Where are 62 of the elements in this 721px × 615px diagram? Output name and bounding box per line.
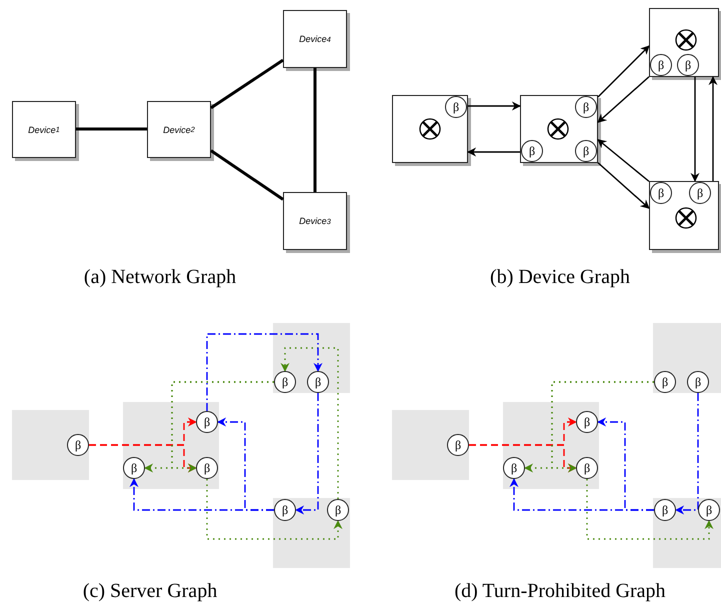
caption: (d) Turn-Prohibited Graph <box>454 580 666 603</box>
port-circle: β <box>447 434 469 456</box>
device-box <box>649 181 719 250</box>
arrow <box>171 381 274 472</box>
connector-line <box>76 128 147 130</box>
device-box <box>649 8 719 77</box>
port-circle: β <box>67 434 89 456</box>
port-circle: β <box>445 96 467 118</box>
arrow <box>597 139 650 182</box>
arrow <box>280 347 339 499</box>
port-circle: β <box>575 140 597 162</box>
arrow <box>468 102 521 110</box>
shaded-region <box>653 498 721 568</box>
arrow <box>598 162 650 209</box>
arrow <box>295 393 319 514</box>
port-circle: β <box>654 499 676 521</box>
arrow <box>586 479 714 540</box>
port-circle: β <box>576 457 598 479</box>
shaded-region <box>653 323 721 393</box>
device-box <box>392 95 468 163</box>
connector-line <box>314 68 316 192</box>
port-circle: β <box>650 54 672 76</box>
port-circle: β <box>274 371 296 393</box>
arrow <box>206 333 322 411</box>
caption: (b) Device Graph <box>490 266 630 289</box>
arrow <box>675 393 699 514</box>
shaded-region <box>503 402 599 489</box>
arrow <box>597 418 654 511</box>
port-circle: β <box>196 457 218 479</box>
shaded-region <box>273 498 350 568</box>
device-box <box>520 95 598 163</box>
arrow <box>551 381 654 472</box>
port-circle: β <box>698 499 720 521</box>
arrow <box>708 76 718 181</box>
port-circle: β <box>327 499 349 521</box>
shaded-region <box>123 402 219 489</box>
shaded-region <box>273 323 350 393</box>
port-circle: β <box>307 371 329 393</box>
port-circle: β <box>677 54 699 76</box>
connector-line <box>210 149 284 201</box>
arrow <box>467 148 520 156</box>
shaded-region <box>12 410 89 480</box>
shaded-region <box>392 410 469 480</box>
port-circle: β <box>689 182 711 204</box>
port-circle: β <box>650 182 672 204</box>
caption: (a) Network Graph <box>84 266 236 289</box>
port-circle: β <box>274 499 296 521</box>
port-circle: β <box>654 371 676 393</box>
port-circle: β <box>123 457 145 479</box>
port-circle: β <box>575 96 597 118</box>
port-circle: β <box>576 411 598 433</box>
port-circle: β <box>687 371 709 393</box>
caption: (c) Server Graph <box>82 580 218 603</box>
port-circle: β <box>196 411 218 433</box>
port-circle: β <box>521 140 543 162</box>
arrow <box>598 45 650 98</box>
arrow <box>217 418 274 511</box>
connector-line <box>210 58 284 110</box>
arrow <box>206 479 342 540</box>
arrow <box>690 77 700 182</box>
port-circle: β <box>503 457 525 479</box>
arrow <box>597 76 650 123</box>
